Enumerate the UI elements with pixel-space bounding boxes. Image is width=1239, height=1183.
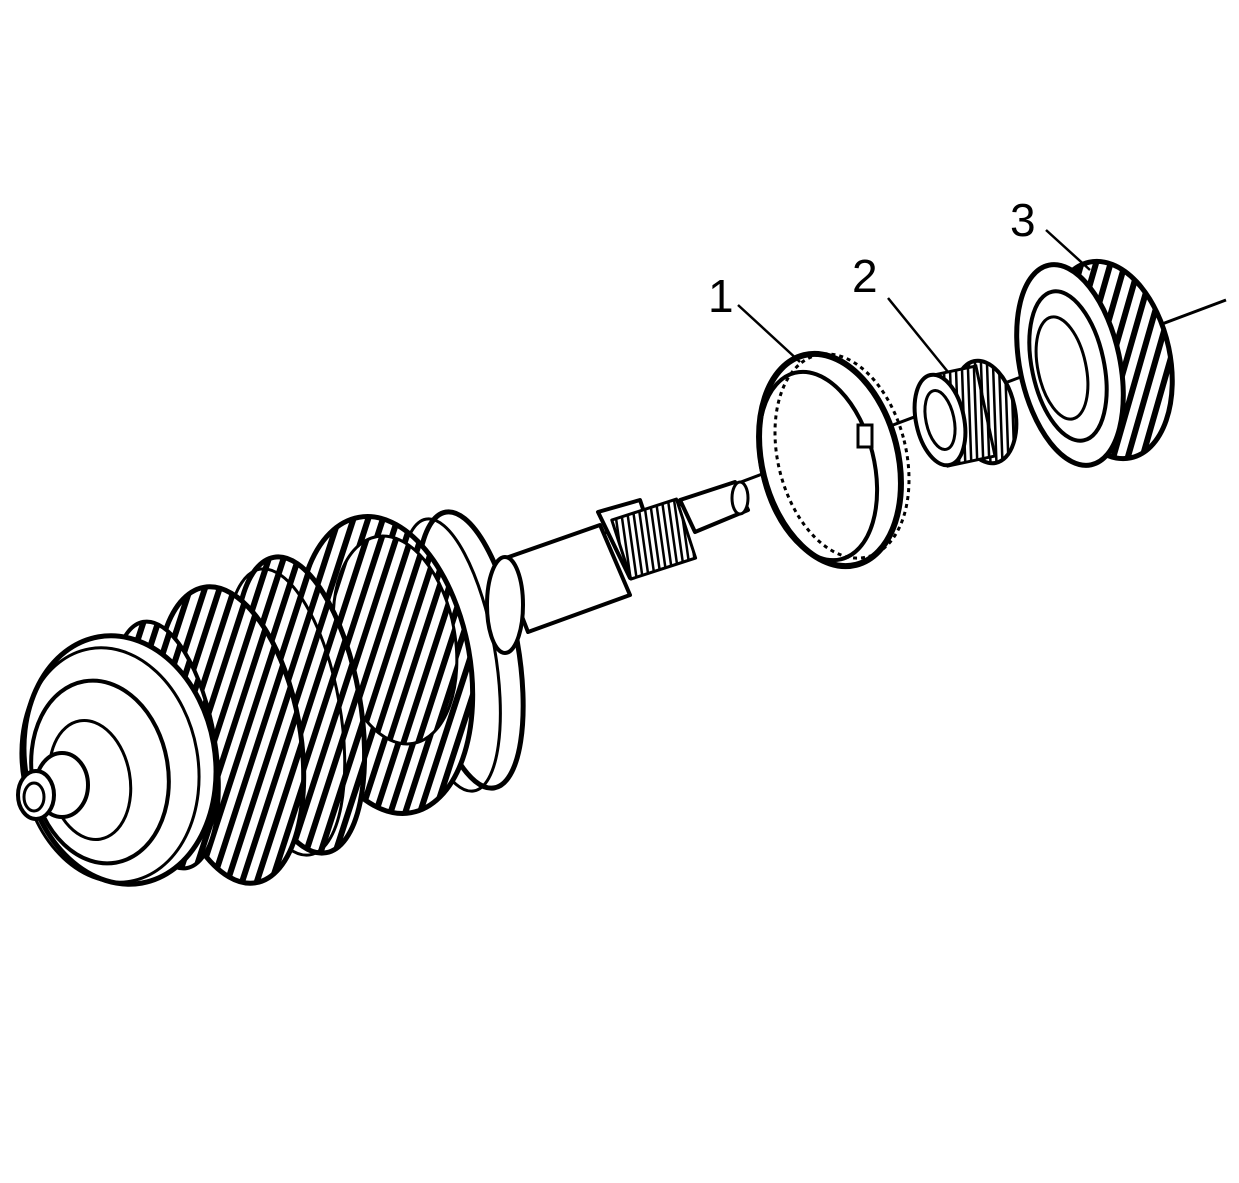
callout-labels: 1 2 3: [708, 194, 1036, 322]
front-bearing: [16, 633, 219, 887]
shaft-assembly: [16, 480, 750, 887]
callout-3: 3: [1010, 194, 1036, 246]
leader-line-3: [1045, 229, 1091, 271]
shaft: [498, 480, 750, 634]
part-1-ring: [756, 350, 911, 570]
part-2-needle-bearing: [912, 358, 1019, 468]
callout-2: 2: [852, 250, 878, 302]
leader-line-2: [887, 297, 949, 373]
callout-1: 1: [708, 270, 734, 322]
part-3-gear: [1014, 258, 1175, 468]
leader-lines: [737, 229, 1091, 373]
leader-line-1: [737, 304, 801, 363]
